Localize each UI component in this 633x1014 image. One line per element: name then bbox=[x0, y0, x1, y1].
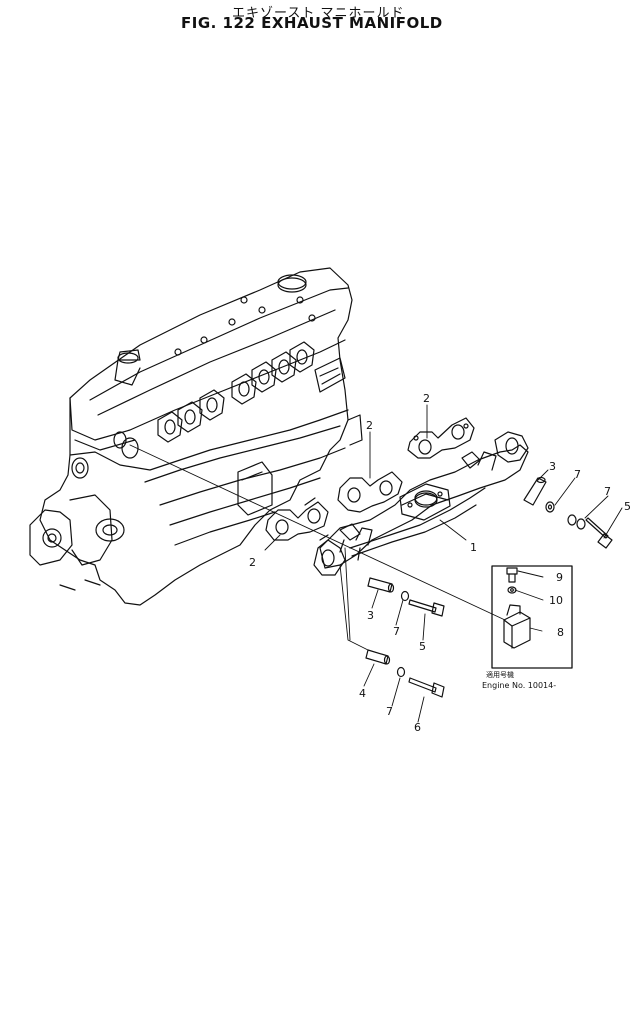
engine-number-label: Engine No. 10014- bbox=[482, 681, 556, 690]
bolt-part-9 bbox=[506, 567, 518, 583]
exhaust-manifold-part-1 bbox=[313, 431, 529, 576]
callout-4: 4 bbox=[359, 687, 366, 700]
callout-7-middle: 7 bbox=[393, 625, 400, 638]
callout-3-upper: 3 bbox=[549, 460, 556, 473]
callout-10: 10 bbox=[549, 594, 563, 607]
callout-numbers: 1 2 2 2 3 3 4 5 5 6 7 7 7 7 8 9 10 bbox=[249, 392, 631, 734]
leader-lines bbox=[264, 404, 623, 723]
callout-8: 8 bbox=[557, 626, 564, 639]
stud-part-4 bbox=[365, 649, 391, 665]
callout-1: 1 bbox=[470, 541, 477, 554]
applicability-label-japanese: 適用号機 bbox=[486, 670, 514, 679]
inset-frame bbox=[491, 565, 573, 669]
callout-7-lower: 7 bbox=[386, 705, 393, 718]
bolt-part-5 bbox=[408, 517, 613, 617]
figure-title-japanese: エキゾースト マニホールド bbox=[232, 6, 405, 21]
callout-7-upper: 7 bbox=[574, 468, 581, 481]
bracket-part-8 bbox=[503, 604, 531, 649]
callout-9: 9 bbox=[556, 571, 563, 584]
callout-3-lower: 3 bbox=[367, 609, 374, 622]
callout-5-lower: 5 bbox=[419, 640, 426, 653]
callout-2-lower: 2 bbox=[249, 556, 256, 569]
callout-2-upper: 2 bbox=[423, 392, 430, 405]
head-exhaust-ports bbox=[157, 341, 315, 443]
sleeve-part-3-upper bbox=[523, 476, 547, 506]
sleeve-part-3-lower bbox=[367, 577, 395, 593]
gasket-part-2 bbox=[265, 417, 475, 541]
washer-part-7 bbox=[396, 501, 586, 678]
engine-block bbox=[29, 267, 506, 621]
callout-5-upper: 5 bbox=[624, 500, 631, 513]
callout-2-middle: 2 bbox=[366, 419, 373, 432]
callout-6: 6 bbox=[414, 721, 421, 734]
bolt-part-6 bbox=[408, 677, 445, 698]
callout-7-right: 7 bbox=[604, 485, 611, 498]
figure-title: FIG. 122 EXHAUST MANIFOLD bbox=[181, 14, 443, 32]
